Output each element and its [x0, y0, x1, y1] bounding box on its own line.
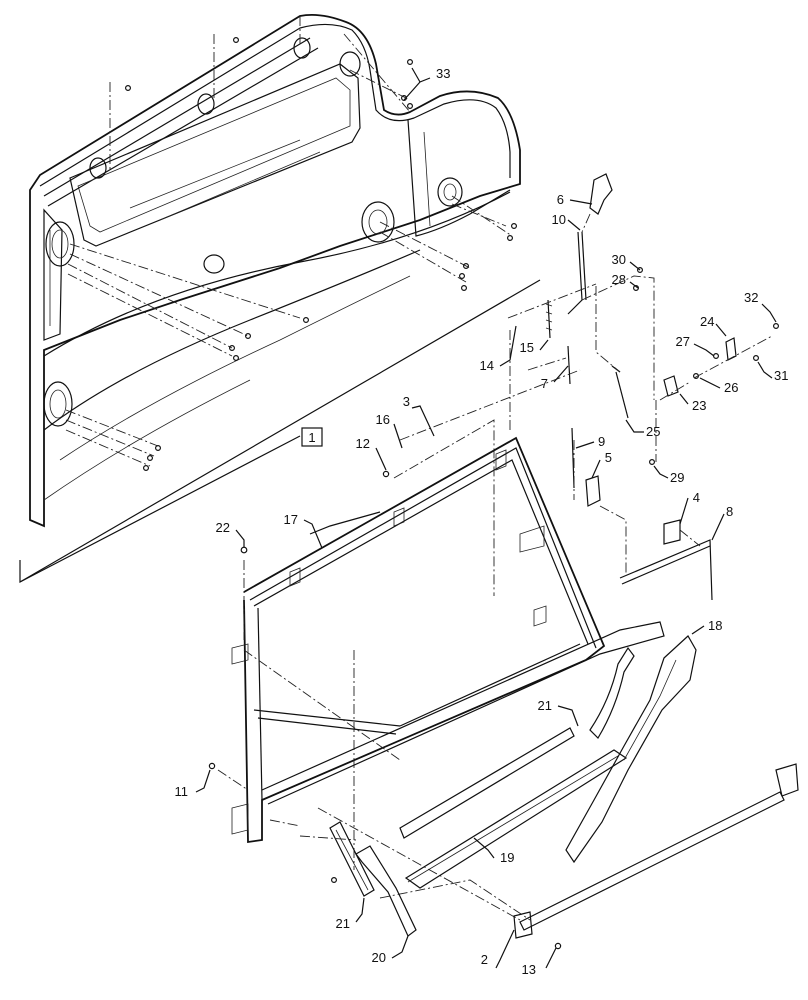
callout-6: 6: [557, 192, 564, 207]
callout-19: 19: [500, 850, 514, 865]
callout-15: 15: [520, 340, 534, 355]
callout-18: 18: [708, 618, 722, 633]
callout-14: 14: [480, 358, 494, 373]
callout-13: 13: [522, 962, 536, 977]
callout-10: 10: [552, 212, 566, 227]
callout-32: 32: [744, 290, 758, 305]
callout-20: 20: [372, 950, 386, 965]
callout-11: 11: [175, 784, 189, 799]
callout-22: 22: [216, 520, 230, 535]
callout-30: 30: [612, 252, 626, 267]
callout-33: 33: [436, 66, 450, 81]
callout-21-upper: 21: [538, 698, 552, 713]
frame-leader-lines: [217, 330, 531, 921]
assembly-bracket: [19, 279, 541, 584]
callout-5: 5: [605, 450, 612, 465]
callout-25: 25: [646, 424, 660, 439]
callout-16: 16: [376, 412, 390, 427]
callout-12: 12: [356, 436, 370, 451]
callout-2: 2: [481, 952, 488, 967]
callout-24: 24: [700, 314, 714, 329]
callout-26: 26: [724, 380, 738, 395]
cab-side-panel: [29, 13, 521, 528]
fastener-leader-lines: [65, 16, 513, 467]
callout-23: 23: [692, 398, 706, 413]
window-frame-17: [231, 436, 665, 844]
callout-1: 1: [308, 430, 315, 445]
callout-7: 7: [541, 376, 548, 391]
callout-4: 4: [693, 490, 700, 505]
callout-28: 28: [612, 272, 626, 287]
callout-29: 29: [670, 470, 684, 485]
callout-labels: 1 2 3 4 5 6 7 8 9 10 11 12 13: [175, 66, 789, 977]
callout-21-lower: 21: [336, 916, 350, 931]
latch-linkage: [399, 173, 773, 601]
callout-box-1: [301, 427, 323, 447]
callout-9: 9: [598, 434, 605, 449]
callout-3: 3: [403, 394, 410, 409]
callout-8: 8: [726, 504, 733, 519]
fastener-screws: [124, 36, 779, 950]
callout-17: 17: [284, 512, 298, 527]
callout-31: 31: [774, 368, 788, 383]
callout-27: 27: [676, 334, 690, 349]
seal-strips-and-brackets: [329, 635, 799, 939]
